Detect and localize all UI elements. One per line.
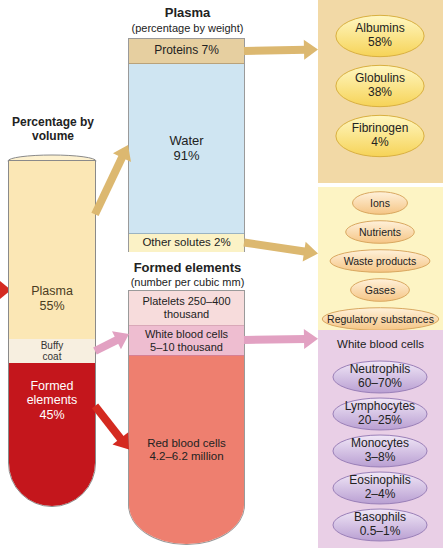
arrow-shaft (244, 243, 306, 252)
component-oval: Waste products (329, 249, 431, 273)
oval-shape (336, 65, 424, 106)
node-heading: Percentage by volume (5, 116, 101, 144)
connector-arrow (244, 40, 318, 60)
oval-shape (336, 115, 424, 156)
composition-band: Platelets 250–400 thousand (129, 291, 244, 325)
composition-band: Red blood cells 4.2–6.2 million (129, 355, 244, 544)
node-label: Ions (370, 197, 390, 209)
tube-layer: Plasma 55% (9, 161, 95, 339)
composition-band: Other solutes 2% (129, 233, 244, 252)
connector-arrow (95, 406, 129, 450)
connector-arrow (244, 329, 318, 349)
arrow-shaft (95, 339, 118, 351)
oval-shape (353, 192, 408, 215)
node-label: Other solutes 2% (142, 236, 230, 249)
node-label: Basophils 0.5–1% (343, 511, 417, 539)
node-label: Neutrophils 60–70% (343, 363, 417, 391)
arrow-head (303, 242, 318, 262)
node-label: Red blood cells 4.2–6.2 million (143, 437, 231, 463)
node-heading: (number per cubic mm) (99, 276, 276, 289)
oval-shape (330, 250, 430, 273)
oval-shape (333, 472, 427, 504)
oval-shape (333, 361, 427, 393)
node-label: Proteins 7% (154, 44, 219, 58)
node-label: Platelets 250–400 thousand (139, 295, 234, 320)
component-oval: Gases (350, 278, 410, 302)
node-heading: Plasma (99, 6, 276, 21)
arrow-shaft (95, 406, 122, 440)
oval-shape (336, 15, 424, 56)
oval-shape (346, 221, 415, 244)
component-oval: Regulatory substances (321, 307, 440, 331)
oval-shape (333, 398, 427, 430)
arrow-head (304, 329, 318, 349)
component-oval: Nutrients (345, 220, 415, 244)
node-label: Formed elements 45% (25, 379, 79, 422)
arrow-head (304, 40, 318, 60)
node-label: Fibrinogen 4% (347, 122, 413, 150)
connector-arrow (95, 331, 129, 351)
tube-layer: Formed elements 45% (9, 363, 95, 506)
component-panel: Albumins 58% Globulins 38% Fibrinogen 4% (318, 0, 443, 183)
component-oval: Monocytes 3–8% (332, 434, 428, 468)
component-oval: Ions (352, 191, 408, 215)
connector-arrow (244, 242, 318, 262)
arrow-head (113, 432, 129, 449)
component-oval: Albumins 58% (335, 14, 425, 58)
node-label: Plasma 55% (28, 284, 76, 313)
node-label: Regulatory substances (327, 313, 434, 325)
connector-arrow (95, 145, 131, 214)
composition-band: Water 91% (129, 63, 244, 233)
node-label: Water 91% (162, 134, 212, 164)
node-heading: Formed elements (99, 261, 276, 276)
oval-shape (322, 308, 439, 331)
composition-column: Formed elements(number per cubic mm)Plat… (128, 290, 245, 545)
node-label: Waste products (344, 255, 417, 267)
node-label: Globulins 38% (347, 72, 413, 100)
arrow-head (112, 331, 129, 349)
node-heading: (percentage by weight) (99, 22, 276, 35)
composition-column: Plasma(percentage by weight)Proteins 7%W… (128, 38, 245, 252)
component-oval: Fibrinogen 4% (335, 114, 425, 158)
tube-layer: Buffy coat (9, 339, 95, 363)
component-panel: IonsNutrientsWaste productsGasesRegulato… (318, 187, 443, 335)
component-oval: Basophils 0.5–1% (332, 508, 428, 542)
node-label: Eosinophils 2–4% (343, 474, 417, 502)
node-heading: White blood cells (318, 338, 443, 351)
oval-shape (333, 435, 427, 467)
oval-shape (333, 509, 427, 541)
component-oval: Globulins 38% (335, 64, 425, 108)
arrow-shaft (244, 339, 306, 340)
node-label: Gases (365, 284, 395, 296)
test-tube: Percentage by volumePlasma 55%Buffy coat… (8, 160, 96, 507)
composition-band: Proteins 7% (129, 39, 244, 63)
arrow-shaft (95, 156, 123, 215)
component-oval: Lymphocytes 20–25% (332, 397, 428, 431)
component-panel: White blood cellsNeutrophils 60–70% Lymph… (318, 330, 443, 548)
component-oval: Eosinophils 2–4% (332, 471, 428, 505)
node-label: Lymphocytes 20–25% (343, 400, 417, 428)
node-label: Buffy coat (32, 340, 72, 363)
composition-band: White blood cells 5–10 thousand (129, 325, 244, 355)
arrow-shaft (244, 50, 306, 51)
node-label: Monocytes 3–8% (343, 437, 417, 465)
oval-shape (351, 279, 410, 302)
node-label: Nutrients (359, 226, 401, 238)
component-oval: Neutrophils 60–70% (332, 360, 428, 394)
node-label: White blood cells 5–10 thousand (143, 328, 231, 353)
node-label: Albumins 58% (347, 22, 413, 50)
